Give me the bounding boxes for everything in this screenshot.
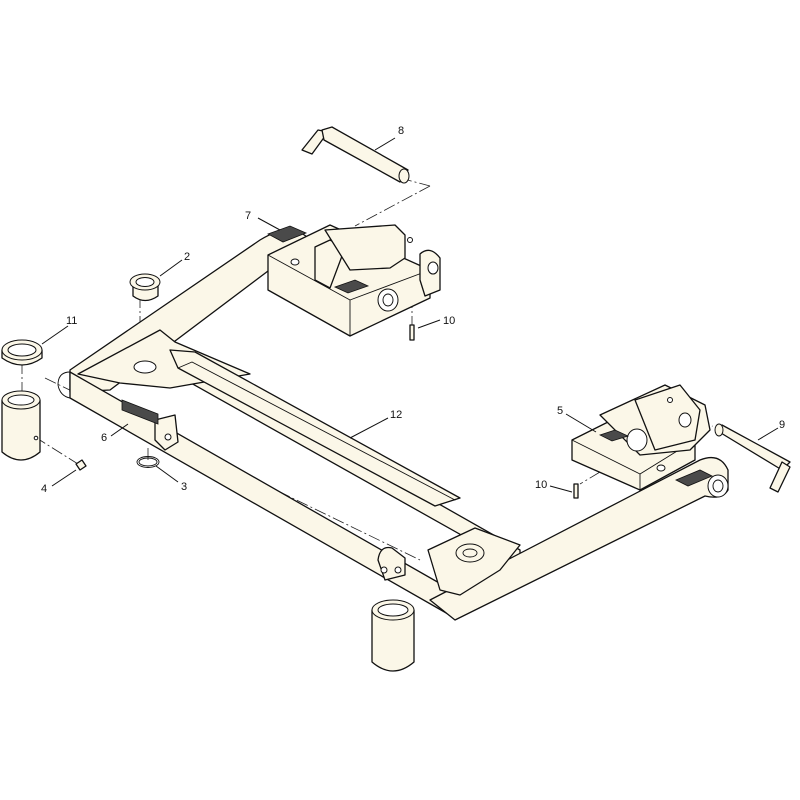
callout-2: 2 [184,251,190,263]
decal-6 [121,399,159,425]
decal-7 [267,225,308,243]
part-4-screw [75,459,87,471]
left-tube-bracket [154,414,179,451]
callout-6: 6 [101,432,107,444]
callout-3: 3 [181,481,187,493]
callout-10-top: 10 [443,315,455,327]
callout-12: 12 [390,409,402,421]
part-10-top-pin [409,324,415,341]
callout-10-lower: 10 [535,479,547,491]
part-3-ring [136,456,160,468]
part-9-pin [714,423,791,493]
callout-7: 7 [245,210,251,222]
front-caster-tube [371,599,415,672]
callout-4: 4 [41,483,47,495]
part-12-angle-bar [169,349,461,507]
callouts: 8 7 2 11 10 12 5 9 6 4 3 10 [41,125,785,495]
right-frame-arm [429,456,729,621]
callout-5: 5 [557,405,563,417]
part-2-bushing [129,273,161,302]
part-7-upper-mount [267,224,441,337]
part-10-lower-pin [573,483,579,499]
part-5-right-mount [571,384,713,491]
part-8-pin [301,126,410,184]
callout-11: 11 [66,315,77,327]
callout-9: 9 [779,419,785,431]
decal-5 [675,469,713,487]
part-11-caster-tube [1,339,43,461]
callout-8: 8 [398,125,404,137]
